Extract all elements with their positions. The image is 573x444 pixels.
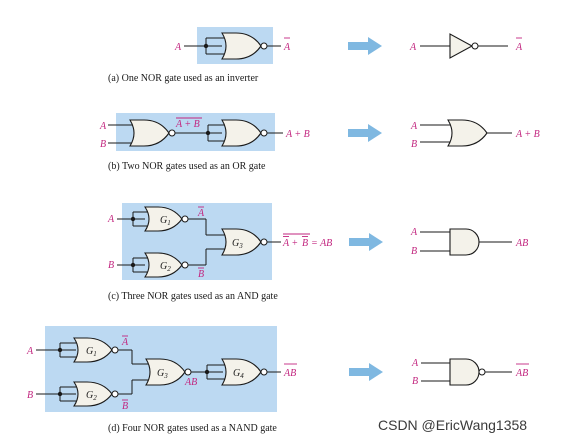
label-c-g3: G3	[232, 238, 243, 250]
label-c-out-eq: = AB	[311, 238, 332, 249]
arrow-d	[349, 363, 383, 381]
label-c-g1: G1	[160, 215, 171, 227]
label-c-eq-output: AB	[515, 238, 528, 249]
nor-bubble-b2	[260, 129, 268, 137]
caption-b: (b) Two NOR gates used as an OR gate	[108, 161, 266, 172]
label-a-input: A	[174, 42, 182, 53]
nor-gate-c-g3	[221, 228, 262, 256]
nor-bubble-d-g3	[184, 368, 192, 376]
label-d-mid-ab: AB	[184, 377, 197, 388]
nor-bubble-d-g2	[111, 390, 119, 398]
nor-gate-d-g3	[145, 358, 186, 386]
caption-c: (c) Three NOR gates used as an AND gate	[108, 291, 278, 302]
label-b-eq-input-a: A	[410, 121, 418, 132]
nor-gate-d-g4	[221, 358, 262, 386]
nor-gate-b2	[221, 119, 262, 147]
label-d-output: AB	[283, 368, 296, 379]
or-gate-b	[447, 119, 488, 147]
label-b-eq-input-b: B	[411, 139, 417, 150]
section-d-nand: A B G1 G2 A B G3	[26, 326, 529, 434]
nor-bubble-a	[260, 42, 268, 50]
label-c-mid-b: B	[198, 269, 204, 280]
label-b-mid: A + B	[175, 119, 200, 130]
label-c-g2: G2	[160, 261, 171, 273]
watermark: CSDN @EricWang1358	[378, 417, 527, 433]
arrow-b	[348, 124, 382, 142]
nor-gate-d-g1	[72, 337, 113, 363]
label-c-out-a: A	[282, 238, 290, 249]
label-d-input-b: B	[27, 390, 33, 401]
nor-bubble-b1	[168, 129, 176, 137]
nand-bubble-d	[478, 368, 486, 376]
caption-a: (a) One NOR gate used as an inverter	[108, 73, 259, 84]
nor-bubble-d-g4	[260, 368, 268, 376]
label-c-eq-input-a: A	[410, 227, 418, 238]
inverter-gate	[449, 33, 474, 59]
and-gate-c	[449, 228, 480, 256]
nor-bubble-c-g3	[260, 238, 268, 246]
label-c-out-plus: +	[292, 238, 298, 249]
label-d-eq-input-b: B	[412, 376, 418, 387]
label-b-output: A + B	[285, 129, 310, 140]
nand-gate-d	[449, 358, 480, 386]
section-b-or: A B A + B A + B A B A + B (b) Two NOR ga…	[99, 113, 540, 172]
section-c-and: A B G1 G2 A B G3	[107, 203, 528, 302]
label-b-eq-output: A + B	[515, 129, 540, 140]
nor-gate-a	[221, 32, 262, 60]
label-d-input-a: A	[26, 346, 34, 357]
label-d-mid-b: B	[122, 401, 128, 412]
caption-d: (d) Four NOR gates used as a NAND gate	[108, 423, 277, 434]
section-a-inverter: A A A A (a) One NOR gate used as an inve…	[108, 27, 523, 84]
label-a-eq-input: A	[409, 42, 417, 53]
nor-bubble-c-g2	[181, 261, 189, 269]
nor-gate-d-g2	[72, 381, 113, 407]
label-d-mid-a: A	[121, 337, 129, 348]
label-c-input-a: A	[107, 214, 115, 225]
label-c-out-b: B	[302, 238, 308, 249]
label-a-eq-output: A	[515, 42, 523, 53]
label-b-input-b: B	[100, 139, 106, 150]
nor-bubble-d-g1	[111, 346, 119, 354]
label-b-input-a: A	[99, 121, 107, 132]
inverter-bubble	[471, 42, 479, 50]
label-c-input-b: B	[108, 260, 114, 271]
label-a-output: A	[283, 42, 291, 53]
label-d-g2: G2	[86, 390, 97, 402]
label-d-eq-output: AB	[515, 368, 528, 379]
label-d-g4: G4	[233, 368, 244, 380]
arrow-c	[349, 233, 383, 251]
label-d-eq-input-a: A	[411, 358, 419, 369]
label-c-eq-input-b: B	[411, 246, 417, 257]
label-d-g3: G3	[157, 368, 168, 380]
nor-gate-b1	[129, 119, 170, 147]
label-d-g1: G1	[86, 346, 97, 358]
arrow-a	[348, 37, 382, 55]
nor-gate-c-g1	[143, 206, 183, 232]
nor-bubble-c-g1	[181, 215, 189, 223]
nor-gate-c-g2	[143, 252, 183, 278]
label-c-mid-a: A	[197, 208, 205, 219]
